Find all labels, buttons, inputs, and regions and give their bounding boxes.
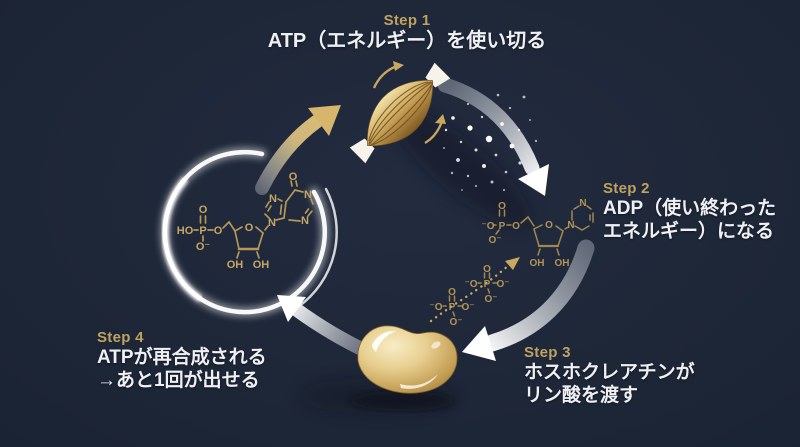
phosphate-transfer-dotted-arrow: [429, 257, 520, 323]
step2-label: Step 2: [603, 180, 650, 197]
step3-callout: Step 3 ホスホクレアチンが リン酸を渡す: [524, 344, 695, 407]
arrow-step4-to-step1: [255, 105, 341, 195]
atom-label: O: [289, 171, 298, 183]
pi-bonds: [477, 272, 498, 294]
atom-label: O: [448, 287, 456, 298]
arrow-step3-to-step4: [277, 295, 375, 359]
step4-text-line2: →あと1回が出せる: [97, 370, 260, 391]
adp-bonds: [492, 205, 594, 256]
atom-label: O: [214, 225, 223, 237]
step1-text: ATP（エネルギー）を使い切る: [267, 30, 547, 52]
step2-text-line1: ADP（使い終わった: [603, 198, 777, 219]
atom-label: P: [199, 225, 206, 237]
atom-label: OH: [555, 258, 570, 269]
atom-label: O: [199, 204, 208, 216]
step4-text-line1: ATPが再合成される: [97, 347, 267, 368]
contraction-arrows: [372, 61, 446, 144]
step4-label: Step 4: [97, 329, 144, 346]
arrow-step1-to-step2: [437, 77, 549, 196]
phosphocreatine-bean-icon: [357, 325, 458, 394]
step3-label: Step 3: [524, 344, 571, 361]
step4-callout: Step 4 ATPが再合成される →あと1回が出せる: [97, 329, 267, 392]
phosphate-group-lower: O ⁻O P O⁻ O⁻: [429, 287, 474, 328]
glowing-cycle-ring: [159, 147, 338, 318]
atom-label: O⁻: [496, 279, 509, 290]
atom-label: O: [483, 264, 491, 275]
atp-molecule: HO O P O⁻ O O OH OH N N N N O: [177, 171, 314, 271]
muscle-icon: [349, 62, 451, 164]
atom-label: O⁻: [196, 241, 211, 253]
step2-callout: Step 2 ADP（使い終わった エネルギー）になる: [603, 180, 776, 243]
arrow-step2-to-step3: [462, 239, 595, 361]
atom-label: OH: [253, 259, 270, 271]
bean-highlight: [400, 374, 438, 389]
atom-label: O⁻: [484, 294, 497, 305]
atom-label: O: [245, 222, 254, 234]
atom-label: O⁻: [449, 317, 462, 328]
bean-highlight: [431, 341, 441, 349]
atom-label: O: [498, 201, 506, 212]
step3-text-line2: リン酸を渡す: [524, 385, 639, 406]
step2-text-line2: エネルギー）になる: [603, 221, 775, 242]
atom-label: O⁻: [461, 302, 474, 313]
atom-label: N: [301, 215, 309, 227]
step3-text-line1: ホスホクレアチンが: [524, 362, 695, 383]
step1-callout: Step 1 ATP（エネルギー）を使い切る: [241, 12, 573, 53]
atom-label: ⁻O: [481, 221, 494, 232]
atom-label: N: [304, 189, 312, 201]
step1-label: Step 1: [383, 12, 431, 29]
bean-highlight: [372, 330, 396, 352]
atom-label: OH: [227, 259, 244, 271]
atom-label: HO: [177, 225, 194, 237]
phosphate-group-upper: O ⁻O P O⁻ O⁻: [464, 264, 509, 305]
adp-molecule: O ⁻O P O O⁻ O OH OH N N: [481, 198, 594, 269]
atom-label: ⁻O: [464, 279, 477, 290]
atom-label: N: [269, 193, 277, 205]
atom-label: P: [449, 302, 456, 313]
atom-label: O: [512, 221, 520, 232]
atom-label: N: [268, 217, 276, 229]
atom-label: N: [567, 220, 574, 231]
atom-label: OH: [530, 258, 545, 269]
atp-bonds: [193, 180, 314, 259]
pi-bonds: [442, 295, 463, 317]
atom-label: N: [579, 198, 586, 209]
energy-sparkles: [443, 93, 538, 192]
atom-label: P: [499, 221, 506, 232]
atom-label: ⁻O: [429, 302, 442, 313]
atom-label: O: [545, 220, 553, 231]
atom-label: P: [484, 279, 491, 290]
atom-label: O⁻: [488, 235, 501, 246]
